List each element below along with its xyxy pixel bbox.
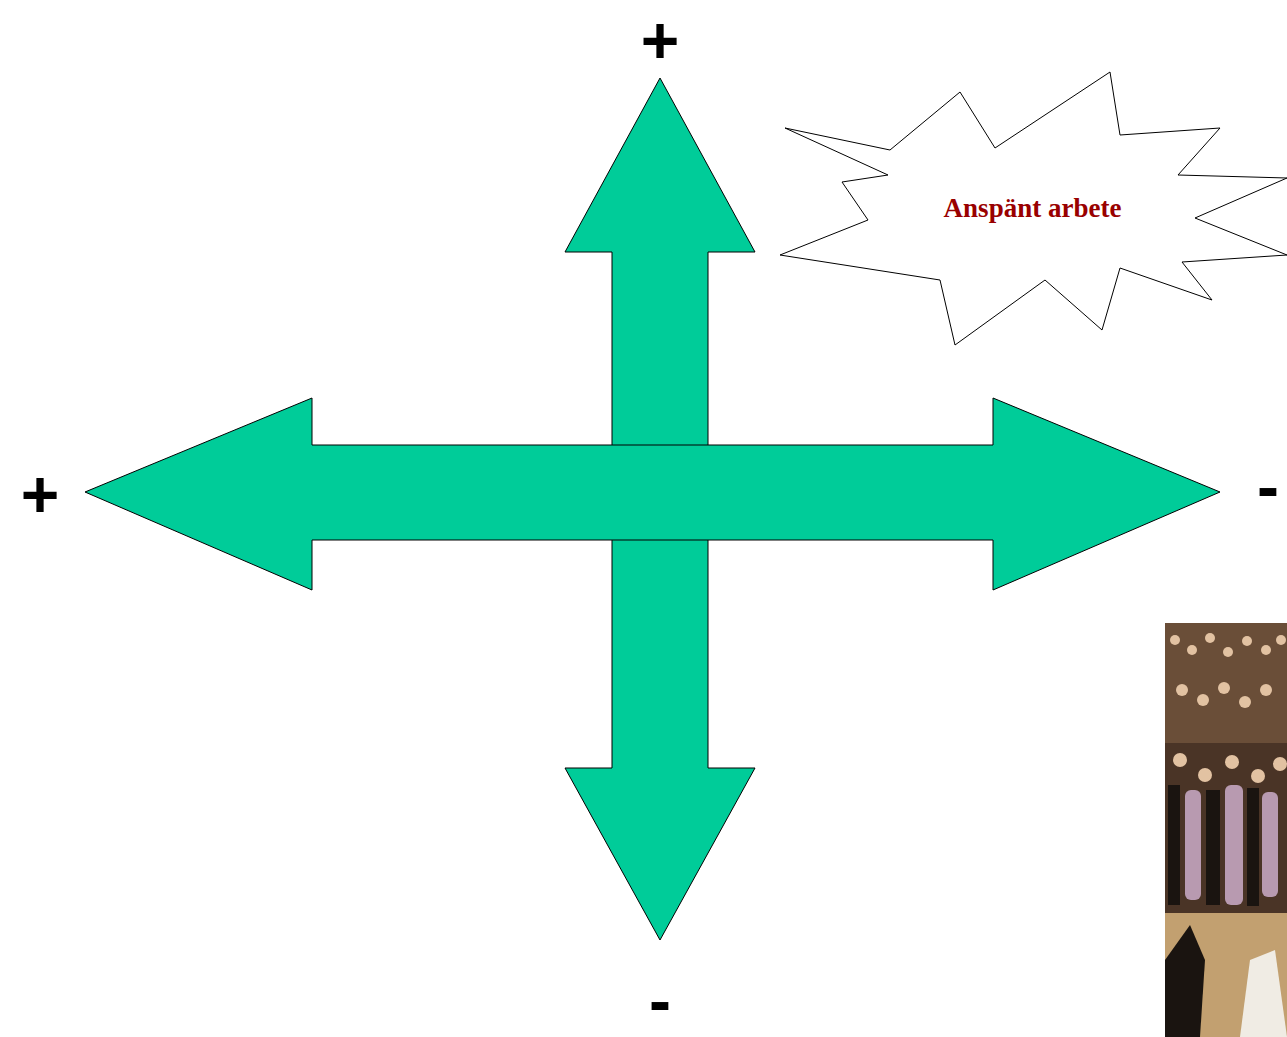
horizontal-double-arrow — [85, 398, 1220, 590]
ballroom-photo — [1165, 623, 1287, 1037]
callout-text: Anspänt arbete — [944, 193, 1122, 224]
sign-label: - — [1257, 453, 1279, 519]
sign-label: + — [641, 7, 680, 73]
starburst-callout: Anspänt arbete — [778, 68, 1287, 348]
starburst-shape — [780, 72, 1287, 345]
sign-label: + — [21, 461, 60, 527]
sign-label: - — [649, 967, 671, 1033]
